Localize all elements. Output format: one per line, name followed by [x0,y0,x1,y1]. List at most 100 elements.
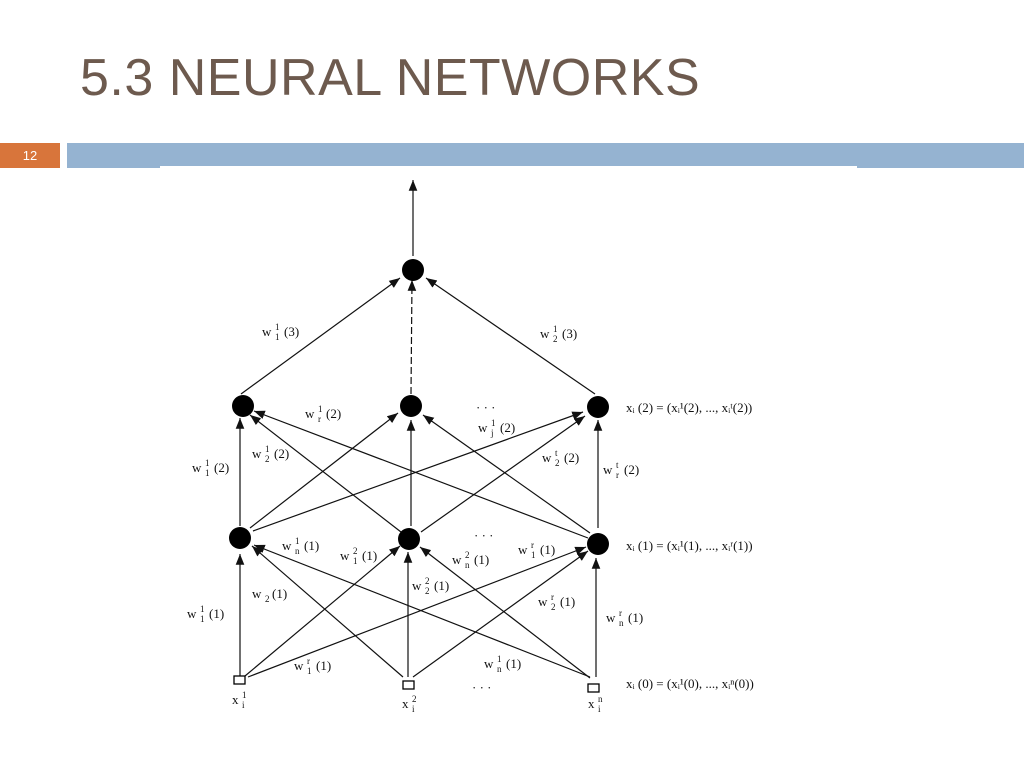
svg-text:2: 2 [265,594,270,604]
svg-text:(1): (1) [506,656,521,671]
svg-text:w: w [305,406,315,421]
svg-text:w: w [518,542,528,557]
svg-text:r: r [619,608,622,618]
svg-text:t: t [555,448,558,458]
svg-text:1: 1 [205,468,210,478]
edge-l1-1-l2-2 [249,412,399,529]
weight-label-wr1-2: w 1 r (2) [305,404,341,424]
edge-l1-3-l2-2 [422,414,591,534]
svg-text:1: 1 [295,536,300,546]
ellipsis-layer2: · · · [476,400,496,415]
svg-text:w: w [603,462,613,477]
weight-label-w21-2: w 1 2 (2) [252,444,289,464]
ellipsis-layer1: · · · [474,528,494,543]
input-label-xn: x n i [588,694,603,714]
svg-text:w: w [294,658,304,673]
svg-text:1: 1 [205,458,210,468]
svg-text:r: r [318,414,321,424]
layer2-neuron-2 [400,395,422,417]
edge-xn-l1-2 [419,546,591,679]
svg-text:(1): (1) [362,548,377,563]
input-node-n [587,683,600,693]
svg-text:w: w [192,460,202,475]
edge-l1-1-l2-3 [252,411,584,532]
layer2-neuron-1 [232,395,254,417]
svg-text:r: r [551,592,554,602]
svg-text:i: i [242,700,245,710]
weight-label-wj-2: w 1 j (2) [478,418,515,438]
svg-text:(2): (2) [624,462,639,477]
edge-x1-l1-3 [247,546,587,678]
edge-x2-l1-3 [412,550,589,678]
layer1-neuron-2 [398,528,420,550]
svg-text:w: w [252,586,262,601]
svg-text:r: r [307,656,310,666]
equation-layer0: xᵢ (0) = (xᵢ¹(0), ..., xᵢⁿ(0)) [626,676,754,691]
equation-layer2: xᵢ (2) = (xᵢ¹(2), ..., xᵢᵗ(2)) [626,400,752,415]
weight-label-w22-1: w 2 2 (1) [412,576,449,596]
output-neuron [402,259,424,281]
svg-text:(1): (1) [560,594,575,609]
svg-text:2: 2 [555,458,560,468]
svg-text:w: w [262,324,272,339]
svg-text:1: 1 [200,614,205,624]
svg-text:2: 2 [551,602,556,612]
svg-text:(1): (1) [434,578,449,593]
svg-text:w: w [452,552,462,567]
edge-x1-l1-2 [244,545,401,677]
weight-label-w1r-1: w r 1 (1) [518,540,555,560]
svg-text:1: 1 [531,550,536,560]
svg-text:1: 1 [497,654,502,664]
neural-network-diagram: · · · · · · · · · w 1 1 (3) w 1 2 (3) w … [160,166,857,726]
svg-text:1: 1 [307,666,312,676]
svg-text:1: 1 [265,444,270,454]
edge-l2-1-out [240,277,401,395]
svg-text:r: r [616,470,619,480]
layer1-neuron-1 [229,527,251,549]
weight-label-w2t-2: w t 2 (2) [542,448,579,468]
layer2-neuron-3 [587,396,609,418]
neuron-nodes [229,259,609,555]
svg-text:1: 1 [200,604,205,614]
svg-text:w: w [540,326,550,341]
svg-text:(2): (2) [564,450,579,465]
svg-text:i: i [598,704,601,714]
svg-text:2: 2 [353,546,358,556]
weight-label-w2a-1: w 2 (1) [252,586,287,604]
network-svg: · · · · · · · · · w 1 1 (3) w 1 2 (3) w … [187,180,754,714]
edge-l2-3-out [425,277,596,395]
svg-text:n: n [497,664,502,674]
weight-label-w2-3: w 1 2 (3) [540,324,577,344]
svg-text:w: w [282,538,292,553]
svg-text:(1): (1) [540,542,555,557]
edge-xn-l1-1 [253,544,591,678]
svg-text:w: w [484,656,494,671]
svg-text:(3): (3) [562,326,577,341]
svg-text:t: t [616,460,619,470]
svg-text:x: x [232,692,239,707]
svg-text:i: i [412,704,415,714]
svg-text:n: n [598,694,603,704]
svg-text:n: n [465,560,470,570]
svg-text:n: n [619,618,624,628]
weight-label-wrt-2: w t r (2) [603,460,639,480]
input-label-x1: x 1 i [232,690,247,710]
svg-text:w: w [252,446,262,461]
svg-text:w: w [340,548,350,563]
svg-text:(2): (2) [274,446,289,461]
edge-l2-2-out [407,279,417,395]
weight-label-w11-1: w 1 1 (1) [187,604,224,624]
svg-text:j: j [490,428,494,438]
weight-label-w11-2: w 1 1 (2) [192,458,229,478]
ellipsis-inputs: · · · [472,680,492,695]
svg-text:1: 1 [553,324,558,334]
edge-l1-2-l2-3 [420,415,586,533]
edge-l1-3-l2-1 [253,410,589,539]
input-node-1 [233,675,246,685]
svg-text:1: 1 [275,322,280,332]
svg-text:(1): (1) [272,586,287,601]
svg-text:2: 2 [425,586,430,596]
weight-label-w1r-1b: w r 1 (1) [294,656,331,676]
svg-text:1: 1 [242,690,247,700]
weight-label-w1-3: w 1 1 (3) [262,322,299,342]
